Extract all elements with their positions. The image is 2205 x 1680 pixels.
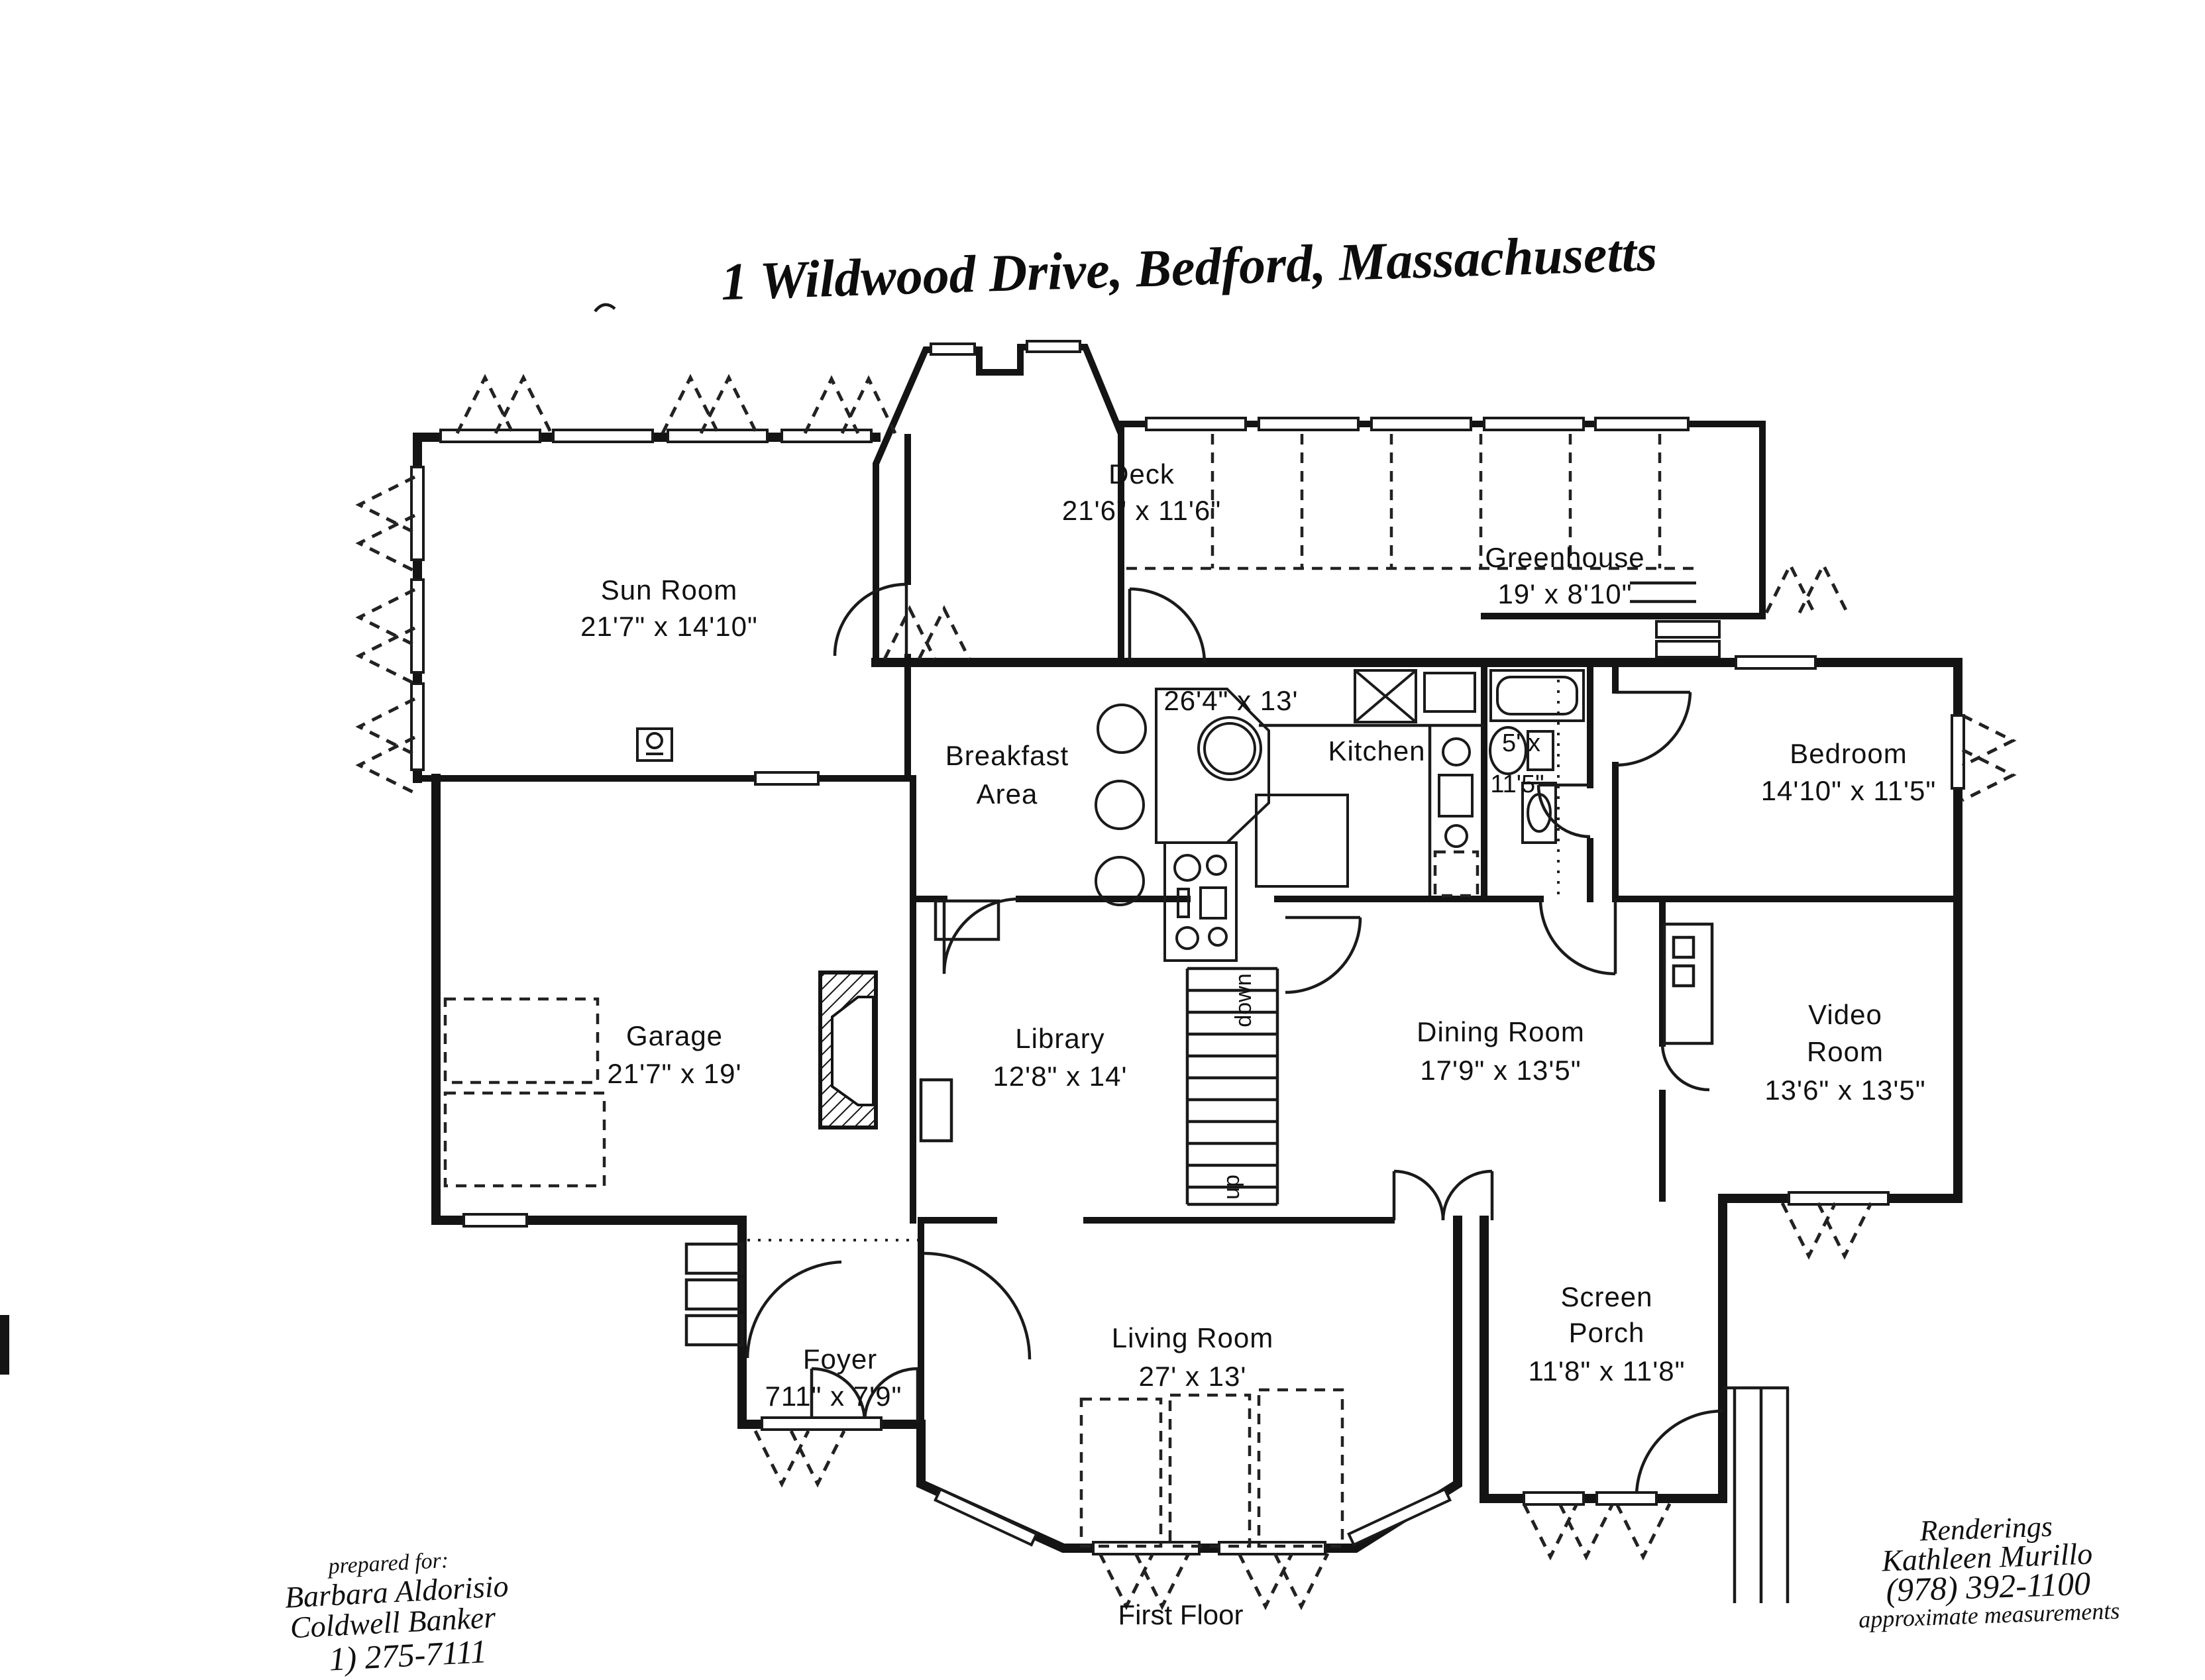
foyer-label: Foyer (803, 1343, 877, 1375)
living-dims: 27' x 13' (1139, 1361, 1247, 1392)
bath-dims-2: 11'5" (1490, 770, 1544, 798)
scan-squiggle-icon (594, 303, 616, 313)
library-dims: 12'8" x 14' (993, 1061, 1127, 1092)
hall-door (1285, 916, 1362, 994)
bedroom-label: Bedroom (1790, 738, 1907, 769)
staircase: down up (1185, 967, 1279, 1206)
dining-dims: 17'9" x 13'5" (1420, 1055, 1581, 1086)
bath-dims-1: 5' x (1502, 729, 1540, 757)
library-shelf (934, 899, 1000, 941)
room-labels: Sun Room 21'7" x 14'10" Deck 21'6" x 11'… (580, 458, 1937, 1412)
garage-dims: 21'7" x 19' (607, 1058, 741, 1089)
greenhouse-benches (1126, 434, 1696, 604)
greenhouse-door (1128, 587, 1207, 663)
hall-dining-door (1538, 898, 1617, 976)
windows (410, 340, 1965, 1555)
sunroom-dims: 21'7" x 14'10" (580, 611, 758, 642)
kitchen-fixtures (1259, 669, 1484, 898)
breakfast-label-2: Area (977, 778, 1038, 810)
entry-door-left (810, 1367, 867, 1422)
fireplace (818, 971, 878, 1129)
artist-name: Kathleen Murillo (1880, 1536, 2093, 1577)
breakfast-table (1255, 794, 1349, 888)
kitchen-label: Kitchen (1328, 735, 1425, 766)
video-label-2: Room (1807, 1036, 1884, 1067)
library-label: Library (1015, 1023, 1104, 1054)
dining-label: Dining Room (1417, 1016, 1585, 1047)
kitchen-dims: 26'4" x 13' (1163, 685, 1298, 716)
artist-phone: (978) 392-1100 (1885, 1565, 2091, 1609)
deck-outline (873, 344, 1124, 666)
porch-door (1635, 1409, 1723, 1499)
foyer-living-door (923, 1251, 1032, 1360)
sunroom-door (833, 582, 908, 656)
garage-storage (443, 997, 606, 1188)
shrub-icons (355, 374, 2017, 1610)
floor-name: First Floor (1118, 1599, 1244, 1630)
bedroom-door (1615, 690, 1692, 767)
scan-artifact (0, 1315, 9, 1375)
plan-title: 1 Wildwood Drive, Bedford, Massachusetts (720, 224, 1658, 311)
porch-label-2: Porch (1569, 1317, 1645, 1348)
closet-outline (1662, 922, 1714, 1045)
deck-dims: 21'6" x 11'6" (1062, 495, 1221, 526)
bedroom-dims: 14'10" x 11'5" (1761, 775, 1937, 806)
porch-steps (1723, 1386, 1790, 1603)
deck-label: Deck (1108, 458, 1175, 490)
dining-double-door-left (1392, 1169, 1445, 1221)
entry-door-right (863, 1367, 920, 1422)
stairs-down-label: down (1231, 973, 1256, 1027)
foyer-steps (684, 1242, 744, 1347)
foyer-closet-door (745, 1260, 842, 1359)
garage-label: Garage (626, 1020, 723, 1051)
library-shelf (919, 1078, 953, 1143)
page-title: 1 Wildwood Drive, Bedford, Massachusetts (720, 224, 1658, 311)
porch-label-1: Screen (1560, 1281, 1652, 1312)
breakfast-label-1: Breakfast (945, 740, 1069, 771)
foyer-dims: 711" x 7'9" (765, 1381, 902, 1412)
sunroom-stove (636, 727, 673, 762)
living-room-rugs (1079, 1388, 1344, 1548)
video-label-1: Video (1808, 999, 1882, 1030)
kitchen-island (1095, 688, 1349, 962)
stairs-up-label: up (1219, 1175, 1244, 1200)
sunroom-label: Sun Room (601, 574, 737, 605)
renderings-block: Renderings Kathleen Murillo (978) 392-11… (1858, 1510, 2120, 1633)
prepared-for-block: prepared for: Barbara Aldorisio Coldwell… (284, 1548, 510, 1678)
porch-dims: 11'8" x 11'8" (1528, 1355, 1685, 1387)
video-dims: 13'6" x 13'5" (1764, 1075, 1925, 1106)
door-arcs (745, 582, 1723, 1499)
closet-door (1660, 1043, 1710, 1092)
renderings-label: Renderings (1919, 1510, 2053, 1548)
greenhouse-dims: 19' x 8'10" (1497, 578, 1632, 609)
living-label: Living Room (1112, 1322, 1273, 1353)
interior-walls (747, 434, 1961, 1487)
greenhouse-label: Greenhouse (1485, 542, 1644, 573)
dining-double-door-right (1441, 1169, 1494, 1221)
greenhouse-outline (1118, 421, 1766, 666)
phone-number: 1) 275-7111 (328, 1632, 488, 1677)
bath-fixtures (1489, 669, 1585, 844)
library-door (942, 897, 1020, 974)
